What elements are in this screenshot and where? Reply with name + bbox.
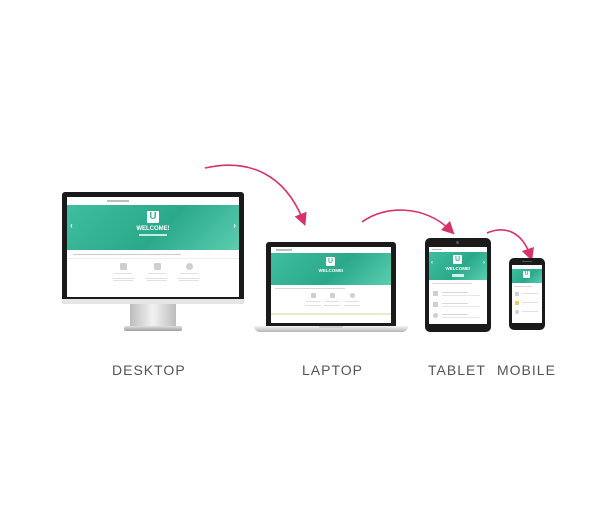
slider-prev-icon: ‹ — [431, 260, 433, 266]
tablet-camera — [456, 241, 459, 244]
tablet-device: U WELCOME! ‹ › — [425, 238, 491, 332]
laptop-base — [254, 326, 408, 332]
desktop-screen: U WELCOME! ‹ › — [67, 197, 239, 297]
desktop-stand — [130, 304, 176, 328]
feature-icon — [119, 263, 127, 270]
laptop-screen: U WELCOME! — [271, 247, 391, 323]
slider-next-icon: › — [483, 260, 485, 266]
feature-icon — [310, 293, 316, 298]
feature-icon — [185, 263, 193, 270]
slider-next-icon: › — [233, 221, 236, 230]
feature-icon — [153, 263, 161, 270]
label-desktop: DESKTOP — [112, 362, 186, 378]
desktop-base — [124, 326, 182, 331]
arrow-laptop-to-tablet — [361, 209, 455, 235]
feature-icon — [349, 293, 355, 298]
tablet-screen: U WELCOME! ‹ › — [429, 247, 487, 324]
mobile-device: U — [509, 258, 545, 330]
site-logo: U — [523, 271, 530, 278]
label-mobile: MOBILE — [497, 362, 556, 378]
site-logo: U — [453, 255, 462, 264]
desktop-device: U WELCOME! ‹ › — [62, 192, 244, 334]
site-logo: U — [147, 211, 159, 223]
mobile-screen: U — [512, 265, 542, 323]
site-logo: U — [326, 257, 335, 266]
hero-title: WELCOME! — [136, 226, 170, 232]
hero-title: WELCOME! — [445, 266, 471, 271]
label-tablet: TABLET — [428, 362, 486, 378]
slider-prev-icon: ‹ — [70, 221, 73, 230]
feature-icon — [329, 293, 335, 298]
arrow-desktop-to-laptop — [204, 164, 307, 226]
laptop-notch — [319, 326, 343, 328]
laptop-device: U WELCOME! — [254, 242, 408, 334]
label-laptop: LAPTOP — [302, 362, 363, 378]
desktop-chin — [62, 299, 244, 304]
mobile-speaker — [522, 261, 532, 262]
arrow-tablet-to-mobile — [486, 229, 534, 262]
hero-title: WELCOME! — [318, 268, 344, 273]
